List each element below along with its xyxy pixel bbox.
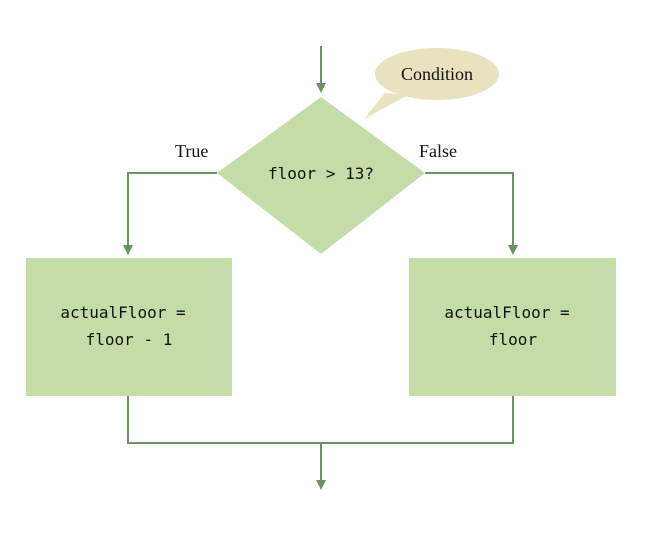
callout-label: Condition [401, 64, 473, 84]
true-action-box: actualFloor = floor - 1 [26, 258, 232, 396]
callout-tail [364, 93, 408, 119]
false-label: False [419, 141, 457, 161]
decision-label: floor > 13? [268, 164, 374, 183]
condition-callout: Condition [364, 48, 499, 119]
false-action-box: actualFloor = floor [409, 258, 616, 396]
true-action-rect [26, 258, 232, 396]
callout-bubble [375, 48, 499, 100]
false-action-line2: floor [489, 330, 538, 349]
decision-diamond [217, 97, 425, 254]
false-action-rect [409, 258, 616, 396]
true-label: True [175, 141, 208, 161]
true-branch-connector [123, 172, 217, 255]
true-action-line2: floor - 1 [86, 330, 173, 349]
false-action-line1: actualFloor = [444, 303, 569, 322]
merge-connector [127, 396, 514, 444]
false-branch-connector [425, 172, 518, 255]
true-action-line1: actualFloor = [60, 303, 185, 322]
